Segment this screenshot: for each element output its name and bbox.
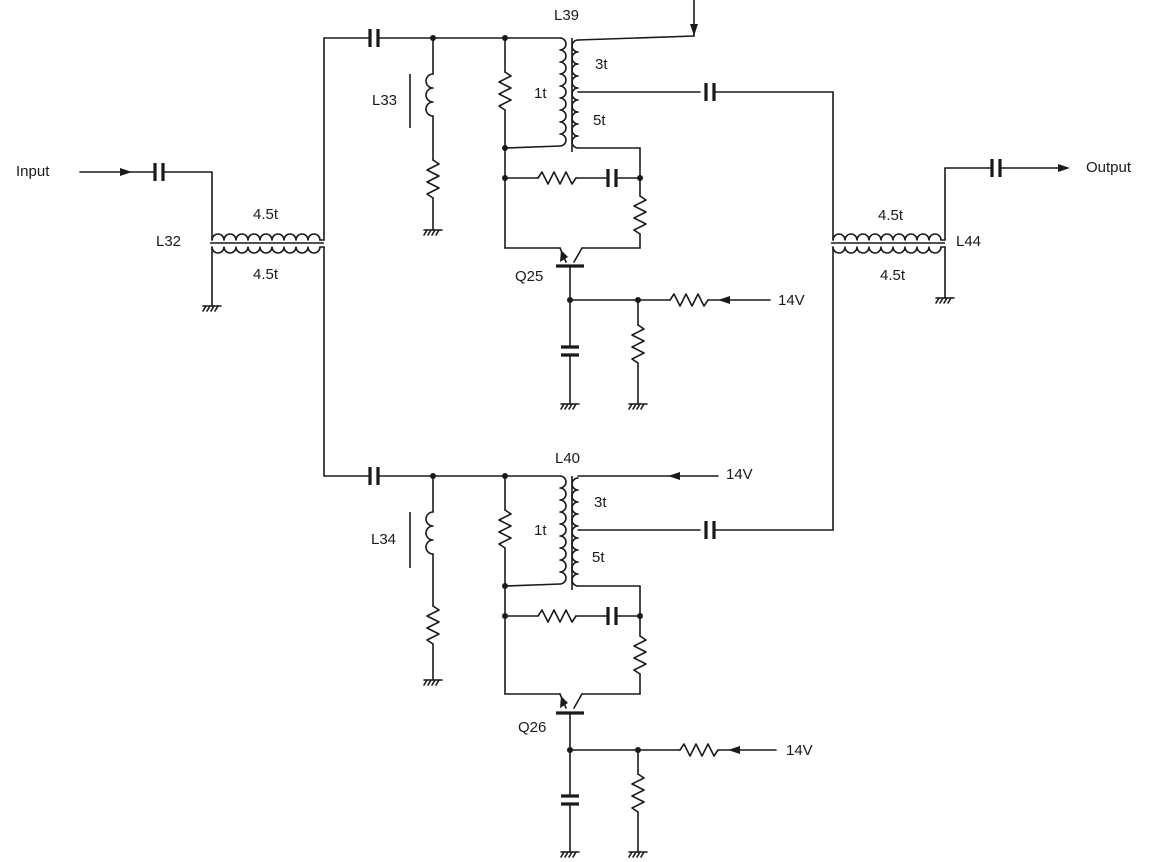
l40-tap-3t: 3t (594, 494, 607, 511)
l39-label: L39 (554, 7, 580, 24)
lower-feedback-resistor (537, 609, 577, 623)
lower-input-capacitor (368, 467, 380, 485)
input-capacitor (153, 163, 165, 181)
lower-feedback-capacitor (606, 607, 618, 625)
lower-collector-resistor (633, 635, 647, 675)
output-capacitor (990, 159, 1002, 177)
upper-collector-resistor (633, 195, 647, 235)
upper-input-capacitor (368, 29, 380, 47)
lower-base-shunt-resistor (631, 773, 645, 813)
l33-damping-resistor (426, 159, 440, 199)
l39-tap-1t: 1t (534, 85, 547, 102)
output-arrow-icon (1058, 164, 1070, 172)
q25-label: Q25 (515, 268, 544, 285)
l33-label: L33 (372, 92, 398, 109)
l44-primary-turns: 4.5t (878, 207, 904, 224)
lower-bypass-capacitor (561, 794, 579, 806)
transformer-l44 (831, 167, 955, 304)
q26-label: Q26 (518, 719, 547, 736)
lower-supply-resistor (679, 743, 719, 757)
transformer-l32 (202, 37, 325, 477)
upper-feedback-capacitor (606, 169, 618, 187)
l44-secondary-turns: 4.5t (880, 267, 906, 284)
upper-bypass-capacitor (561, 345, 579, 357)
upper-feedback-resistor (537, 171, 577, 185)
input-arrow-icon (120, 168, 132, 176)
lower-collector-supply-label: 14V (726, 466, 753, 483)
l39-tap-5t: 5t (593, 112, 606, 129)
lower-stage (323, 246, 834, 858)
l32-secondary-turns: 4.5t (253, 266, 279, 283)
upper-base-shunt-resistor (631, 324, 645, 364)
l44-label: L44 (956, 233, 982, 250)
output-section (944, 159, 1070, 177)
l32-primary-turns: 4.5t (253, 206, 279, 223)
l40-tap-5t: 5t (592, 549, 605, 566)
input-label: Input (16, 163, 50, 180)
l40-label: L40 (555, 450, 581, 467)
input-section (79, 163, 213, 241)
upper-bias-supply-label: 14V (778, 292, 805, 309)
output-label: Output (1086, 159, 1132, 176)
l40-tap-1t: 1t (534, 522, 547, 539)
l39-tap-3t: 3t (595, 56, 608, 73)
l32-label: L32 (156, 233, 182, 250)
lower-output-capacitor (704, 521, 716, 539)
upper-output-capacitor (704, 83, 716, 101)
upper-stage (323, 0, 834, 410)
upper-bias-resistor (498, 71, 512, 111)
l34-label: L34 (371, 531, 397, 548)
lower-bias-resistor (498, 509, 512, 549)
lower-bias-supply-label: 14V (786, 742, 813, 759)
upper-supply-resistor (669, 293, 709, 307)
l34-damping-resistor (426, 605, 440, 645)
